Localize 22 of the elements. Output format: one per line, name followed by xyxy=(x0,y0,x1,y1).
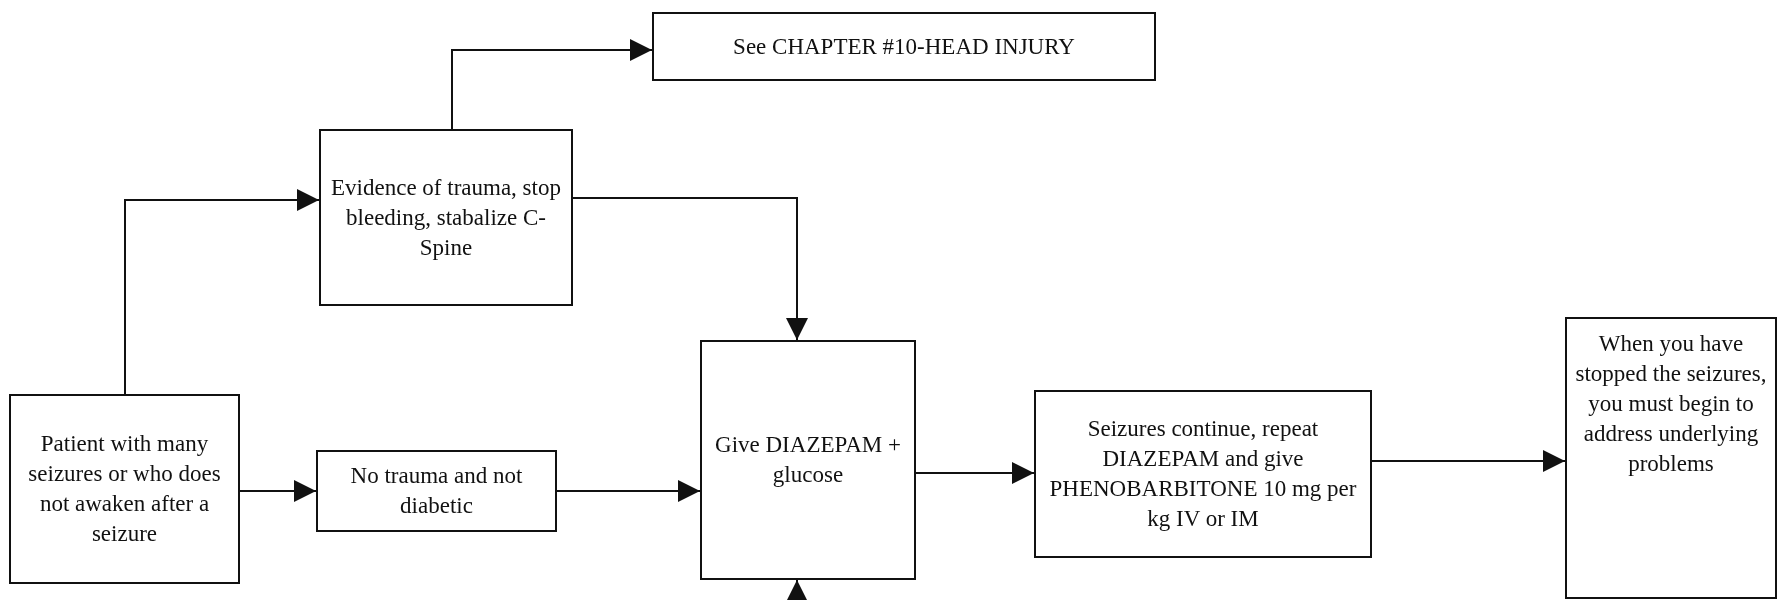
box-text: See CHAPTER #10-HEAD INJURY xyxy=(733,32,1075,61)
arrow xyxy=(556,480,701,502)
process-box xyxy=(316,450,557,532)
arrow xyxy=(1371,450,1566,472)
arrow xyxy=(124,189,320,395)
process-box xyxy=(700,340,916,580)
arrow xyxy=(572,197,808,341)
process-box xyxy=(652,12,1156,81)
arrow xyxy=(786,579,808,600)
box-text: Patient with many seizures or who does not awaken after a seizure xyxy=(27,430,222,548)
process-box xyxy=(9,394,240,584)
box-text: No trauma and not diabetic xyxy=(349,462,524,520)
process-box xyxy=(1565,317,1777,599)
process-box xyxy=(1034,390,1372,558)
box-text: Evidence of trauma, stop bleeding, stabalize C-Spine xyxy=(330,173,562,262)
box-text: Give DIAZEPAM + glucose xyxy=(714,431,902,489)
process-box xyxy=(319,129,573,306)
box-text: When you have stopped the seizures, you must begin to address underlying problems xyxy=(1575,330,1767,478)
box-text: Seizures continue, repeat DIAZEPAM and give PHENOBARBITONE 10 mg per kg IV or IM xyxy=(1048,415,1358,533)
arrow xyxy=(239,480,317,502)
arrow xyxy=(915,462,1035,484)
arrow xyxy=(451,39,653,130)
